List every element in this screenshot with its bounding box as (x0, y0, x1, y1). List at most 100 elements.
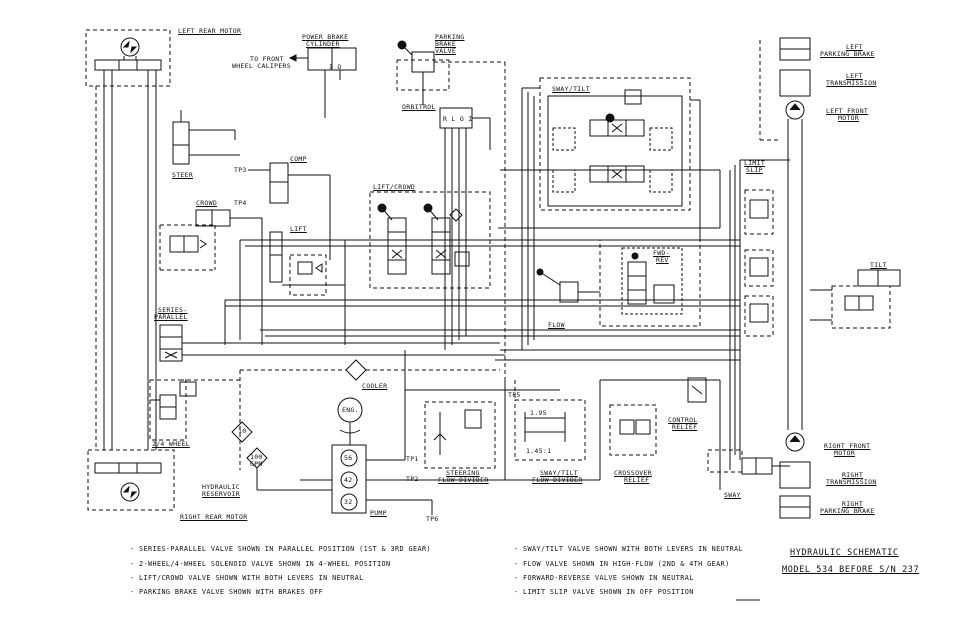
orbitrol-label: ORBITROL (402, 103, 436, 111)
hydraulic-reservoir-label-1: HYDRAULIC (202, 483, 240, 491)
steer-label: STEER (172, 171, 194, 179)
right-transmission-label-2: TRANSMISSION (826, 478, 877, 486)
tilt-label: TILT (870, 261, 887, 269)
flow-valve (536, 268, 600, 303)
right-front-motor-label-1: RIGHT FRONT (824, 442, 871, 450)
note-right-4: - LIMIT SLIP VALVE SHOWN IN OFF POSITION (514, 588, 694, 596)
parking-brake-valve-label-2: BRAKE (435, 40, 457, 48)
parking-brake-valve-label-3: VALVE (435, 47, 457, 55)
comp-label: COMP (290, 155, 307, 163)
ratio-195-label: 1.95 (530, 409, 547, 417)
sway-tilt-label: SWAY/TILT (552, 85, 590, 93)
crowd-label: CROWD (196, 199, 218, 207)
rloi-label: R L O I (443, 115, 473, 123)
lift-cylinder (269, 231, 346, 345)
note-right-1: - SWAY/TILT VALVE SHOWN WITH BOTH LEVERS… (514, 545, 744, 553)
filter-100-label: 100 (250, 453, 263, 461)
left-rear-motor (85, 29, 171, 450)
flow-label: FLOW (548, 321, 565, 329)
pump-32-label: 32 (344, 498, 353, 506)
fwd-rev-valve (599, 239, 701, 327)
steering-flow-divider (424, 401, 496, 469)
note-left-1: - SERIES-PARALLEL VALVE SHOWN IN PARALLE… (130, 545, 431, 553)
limit-slip-label-2: SLIP (746, 166, 763, 174)
right-rear-motor (87, 449, 175, 511)
filters-reservoir (231, 421, 332, 491)
engine (337, 397, 363, 445)
pump-56-label: 56 (344, 454, 353, 462)
pump (300, 350, 500, 515)
limit-slip-label-1: LIMIT (744, 159, 766, 167)
filter-10-label: 10 (238, 427, 247, 435)
pump-42-label: 42 (344, 476, 353, 484)
sway-tilt-flow-divider-label-1: SWAY/TILT (540, 469, 578, 477)
control-relief-label-1: CONTROL (668, 416, 698, 424)
control-relief-label-2: RELIEF (672, 423, 698, 431)
hydraulic-lines (150, 159, 790, 490)
schematic-model: MODEL 534 BEFORE S/N 237 (782, 565, 920, 575)
right-front-drive (779, 432, 811, 519)
cooler-label: COOLER (362, 382, 388, 390)
gpm-label: GPM (250, 460, 263, 468)
sway-cylinder (707, 449, 790, 475)
left-front-motor-label-1: LEFT FRONT (826, 107, 869, 115)
series-parallel-label-1: SERIES- (158, 306, 188, 314)
parking-brake-valve (396, 40, 506, 380)
parking-brake-valve-label-1: PARKING (435, 33, 465, 41)
right-rear-motor-label: RIGHT REAR MOTOR (180, 513, 248, 521)
left-parking-brake-label-2: PARKING BRAKE (820, 50, 875, 58)
io-label: I O (329, 63, 342, 71)
control-relief (687, 377, 707, 403)
tp6-label: TP6 (426, 515, 439, 523)
crossover-relief-label-2: RELIEF (624, 476, 650, 484)
two-four-wheel-label: 2/4 WHEEL (152, 440, 190, 448)
tp5-label: TP5 (508, 391, 521, 399)
left-transmission-label-2: TRANSMISSION (826, 79, 877, 87)
steering-flow-divider-label-2: FLOW DIVIDER (438, 476, 489, 484)
right-parking-brake-label-1: RIGHT (842, 500, 864, 508)
tp3-label: TP3 (234, 166, 247, 174)
tp2-label: TP2 (406, 475, 419, 483)
ratio-145-label: 1.45:1 (526, 447, 552, 455)
left-front-motor-label-2: MOTOR (838, 114, 860, 122)
note-right-2: - FLOW VALVE SHOWN IN HIGH-FLOW (2ND & 4… (514, 560, 730, 568)
note-left-3: - LIFT/CROWD VALVE SHOWN WITH BOTH LEVER… (130, 574, 364, 582)
hydraulic-reservoir-label-2: RESERVOIR (202, 490, 240, 498)
to-front-wheel-label-2: WHEEL CALIPERS (232, 62, 291, 70)
lift-crowd-label: LIFT/CROWD (373, 183, 416, 191)
crowd-cylinder (159, 209, 263, 345)
right-parking-brake-label-2: PARKING BRAKE (820, 507, 875, 515)
cooler (239, 359, 500, 470)
left-parking-brake-label-1: LEFT (846, 43, 863, 51)
right-front-motor-label-2: MOTOR (834, 449, 856, 457)
fwd-rev-label-1: FWD- (653, 249, 670, 257)
crossover-relief (609, 404, 657, 456)
tilt-cylinder (810, 269, 901, 329)
tp1-label: TP1 (406, 455, 419, 463)
power-brake-cylinder-label-1: POWER BRAKE (302, 33, 349, 41)
right-transmission-label-1: RIGHT (842, 471, 864, 479)
schematic-title: HYDRAULIC SCHEMATIC (790, 548, 899, 558)
to-front-wheel-label-1: TO FRONT (250, 55, 284, 63)
crossover-relief-label-1: CROSSOVER (614, 469, 652, 477)
power-brake-cylinder (288, 47, 357, 118)
two-four-wheel-valve (149, 379, 197, 441)
note-left-2: - 2-WHEEL/4-WHEEL SOLENOID VALVE SHOWN I… (130, 560, 391, 568)
sway-tilt-valve (521, 77, 701, 350)
note-left-4: - PARKING BRAKE VALVE SHOWN WITH BRAKES … (130, 588, 324, 596)
left-rear-motor-label: LEFT REAR MOTOR (178, 27, 242, 35)
sway-label: SWAY (724, 491, 741, 499)
left-front-drive (759, 37, 811, 430)
series-parallel-valve (159, 324, 505, 362)
note-right-3: - FORWARD-REVERSE VALVE SHOWN IN NEUTRAL (514, 574, 694, 582)
lift-label: LIFT (290, 225, 307, 233)
sway-tilt-flow-divider (514, 399, 586, 461)
series-parallel-label-2: PARALLEL (154, 313, 188, 321)
power-brake-cylinder-label-2: CYLINDER (306, 40, 340, 48)
tp4-label: TP4 (234, 199, 247, 207)
limit-slip-valve (744, 189, 774, 337)
orbitrol (439, 107, 491, 350)
eng-label: ENG. (342, 406, 359, 414)
left-transmission-label-1: LEFT (846, 72, 863, 80)
